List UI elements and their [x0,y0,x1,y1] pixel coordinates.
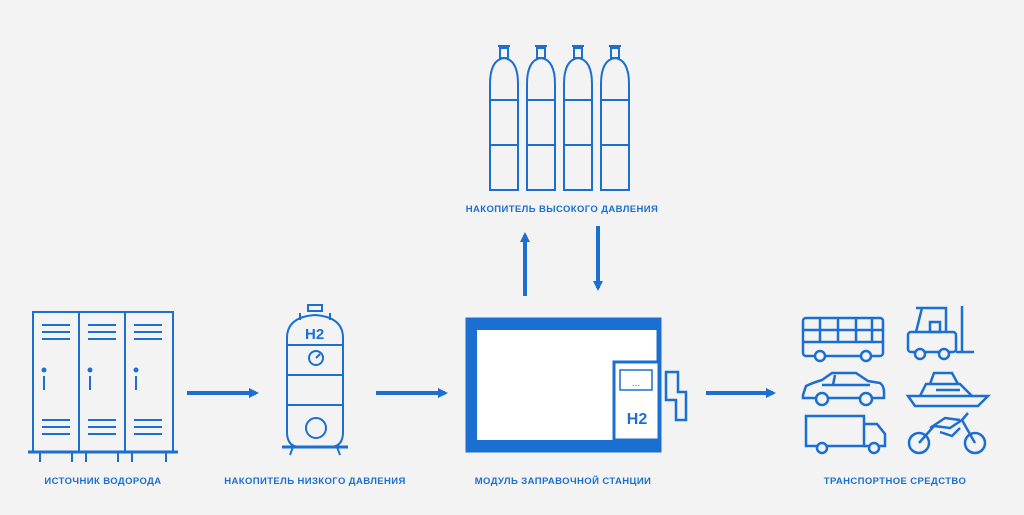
bus-icon [801,316,885,363]
motorcycle-icon [907,412,987,455]
label-vehicle: ТРАНСПОРТНОЕ СРЕДСТВО [823,476,967,487]
boat-icon [905,371,992,408]
forklift-icon [906,306,974,361]
electrolyzer-cabinets-icon [28,311,178,462]
station-display: ... [632,378,640,389]
gas-cylinders-icon [489,45,630,191]
h2-tank-icon [282,304,348,456]
station-h2-badge: H2 [627,411,648,428]
tank-h2-badge: H2 [305,326,324,343]
car-icon [801,371,886,407]
label-low-pressure: НАКОПИТЕЛЬ НИЗКОГО ДАВЛЕНИЯ [224,476,406,487]
label-station: МОДУЛЬ ЗАПРАВОЧНОЙ СТАНЦИИ [474,476,652,487]
truck-icon [804,414,887,455]
label-source: ИСТОЧНИК ВОДОРОДА [44,476,162,487]
label-high-pressure: НАКОПИТЕЛЬ ВЫСОКОГО ДАВЛЕНИЯ [465,204,659,215]
fueling-module-icon [465,317,688,453]
